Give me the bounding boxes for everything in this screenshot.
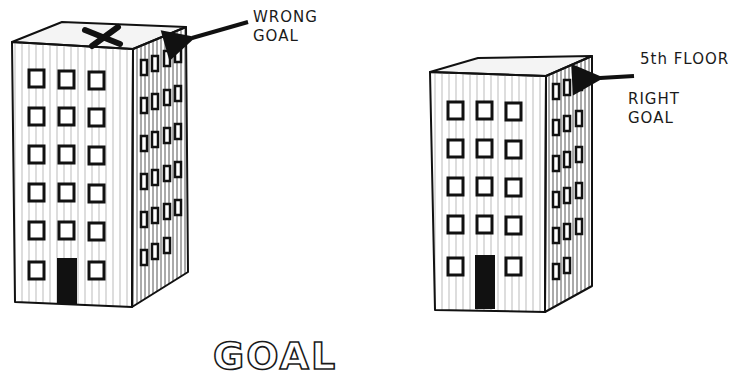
right-building xyxy=(430,56,592,312)
goal-label: WRONG GOAL xyxy=(253,8,323,46)
goal-label: RIGHT GOAL xyxy=(628,90,698,128)
front-windows xyxy=(29,70,104,279)
side-windows xyxy=(141,47,181,265)
wrong-building xyxy=(12,22,188,307)
front-windows xyxy=(448,102,521,275)
side-face xyxy=(545,56,592,312)
goal-label: 5th FLOOR xyxy=(640,50,745,69)
cross-mark xyxy=(85,27,120,46)
front-face xyxy=(12,42,133,307)
leader-arrow xyxy=(192,22,248,38)
title-text: GOAL xyxy=(213,334,337,378)
side-face xyxy=(132,27,188,307)
front-face xyxy=(430,72,546,312)
door xyxy=(57,258,77,304)
side-windows xyxy=(553,75,582,279)
door xyxy=(475,255,495,309)
leader-arrow xyxy=(600,76,634,78)
